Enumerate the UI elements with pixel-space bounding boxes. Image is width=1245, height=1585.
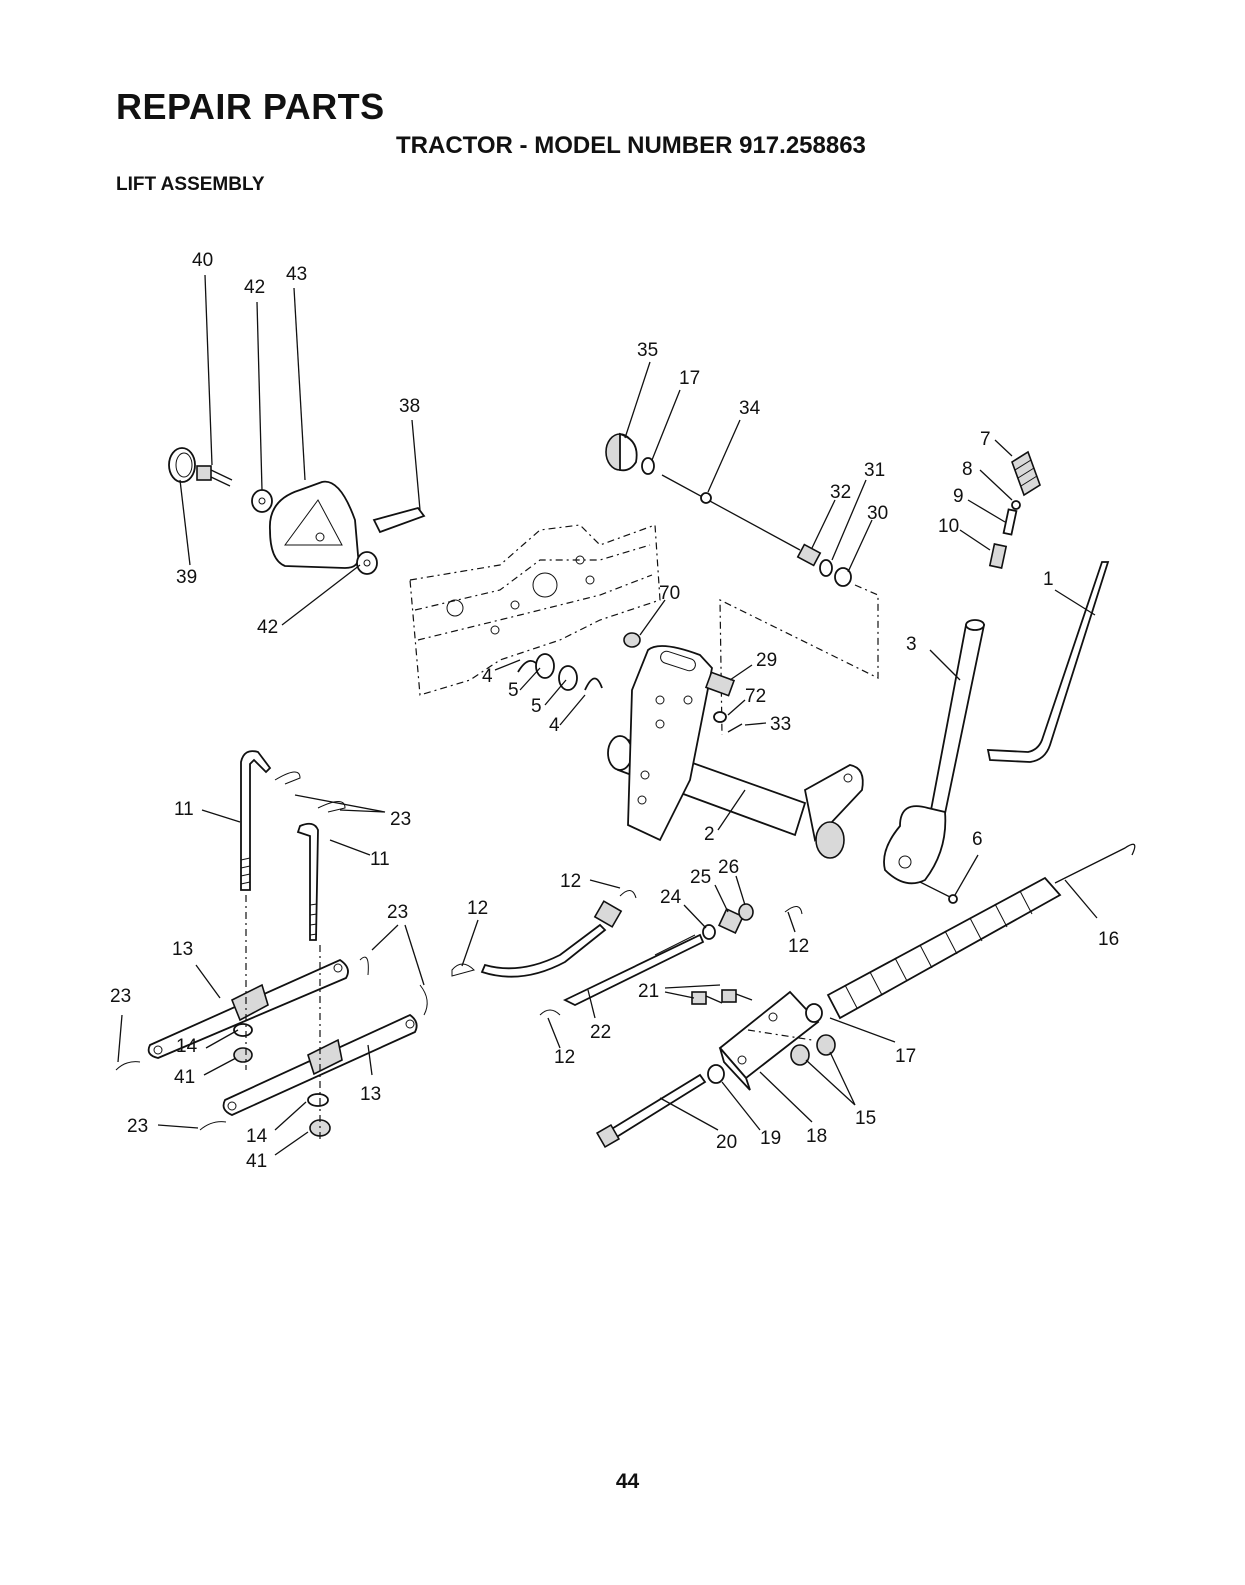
washer-70	[624, 633, 640, 647]
callout-33: 33	[770, 714, 791, 735]
bolt-20	[597, 1075, 705, 1147]
handle-3	[884, 620, 984, 883]
callout-42: 42	[244, 277, 265, 298]
callout-38: 38	[399, 396, 420, 417]
callout-23: 23	[110, 986, 131, 1007]
nuts-15	[791, 1035, 835, 1065]
callout-4: 4	[549, 715, 560, 736]
callout-19: 19	[760, 1128, 781, 1149]
callout-8: 8	[962, 459, 973, 480]
callout-23: 23	[127, 1116, 148, 1137]
callout-14: 14	[246, 1126, 268, 1147]
washer-42-upper	[252, 490, 272, 512]
trunnion-29	[706, 672, 734, 695]
callout-21: 21	[638, 981, 659, 1002]
callouts: 40 42 43 38 39 42 35 17 34 32 31 30 7 8 …	[110, 250, 1119, 1172]
callout-23: 23	[390, 809, 411, 830]
callout-72: 72	[745, 686, 766, 707]
callout-3: 3	[906, 634, 917, 655]
callout-12: 12	[467, 898, 488, 919]
callout-22: 22	[590, 1022, 611, 1043]
callout-9: 9	[953, 486, 964, 507]
callout-5: 5	[508, 680, 519, 701]
bushing-39	[169, 448, 195, 482]
bolt-40	[197, 466, 232, 486]
callout-13: 13	[360, 1084, 381, 1105]
callout-16: 16	[1098, 929, 1119, 950]
callout-15: 15	[855, 1108, 876, 1129]
callout-25: 25	[690, 867, 711, 888]
callout-40: 40	[192, 250, 213, 271]
callout-7: 7	[980, 429, 991, 450]
callout-35: 35	[637, 340, 658, 361]
callout-12: 12	[554, 1047, 575, 1068]
pin-9	[1004, 509, 1017, 534]
nut-41-upper	[234, 1048, 252, 1062]
pin-6	[920, 882, 957, 903]
callout-2: 2	[704, 824, 715, 845]
spring-10	[990, 544, 1006, 568]
grip-7	[1012, 452, 1040, 495]
rod-assembly	[482, 901, 621, 976]
ferrule-8	[1012, 501, 1020, 509]
nut-26	[739, 904, 753, 920]
washer-17-lower	[806, 1004, 822, 1022]
callout-26: 26	[718, 857, 739, 878]
callout-34: 34	[739, 398, 761, 419]
callout-32: 32	[830, 482, 851, 503]
callout-12: 12	[788, 936, 809, 957]
callout-13: 13	[172, 939, 193, 960]
callout-14: 14	[176, 1036, 198, 1057]
page-number: 44	[0, 1470, 1245, 1494]
callout-30: 30	[867, 503, 888, 524]
callout-20: 20	[716, 1132, 737, 1153]
callout-17: 17	[895, 1046, 916, 1067]
washer-19	[708, 1065, 724, 1083]
callout-24: 24	[660, 887, 682, 908]
bracket-18	[720, 992, 818, 1090]
lift-link-11-right	[298, 824, 318, 940]
frame-outline	[410, 525, 660, 695]
callout-43: 43	[286, 264, 307, 285]
washer-42-lower	[357, 552, 377, 574]
washer-31	[820, 560, 832, 576]
washer-17-upper	[642, 458, 654, 474]
rod-1	[988, 562, 1108, 762]
rod-34	[662, 475, 800, 550]
callout-11: 11	[174, 799, 194, 820]
callout-17: 17	[679, 368, 700, 389]
washer-72	[714, 712, 726, 722]
callout-11: 11	[370, 849, 390, 870]
lift-plate	[628, 646, 712, 840]
washer-5-left	[536, 654, 554, 678]
washer-14-lower	[308, 1094, 328, 1106]
cam-43	[270, 482, 358, 568]
screw-33	[728, 724, 742, 732]
callout-23: 23	[387, 902, 408, 923]
callout-31: 31	[864, 460, 885, 481]
washer-5-right	[559, 666, 577, 690]
spring-16	[828, 844, 1135, 1018]
callout-5: 5	[531, 696, 542, 717]
callout-41: 41	[174, 1067, 195, 1088]
callout-18: 18	[806, 1126, 827, 1147]
callout-12: 12	[560, 871, 581, 892]
callout-6: 6	[972, 829, 983, 850]
callout-1: 1	[1043, 569, 1054, 590]
callout-39: 39	[176, 567, 197, 588]
callout-4: 4	[482, 666, 493, 687]
callout-70: 70	[659, 583, 680, 604]
knob-35	[606, 434, 637, 470]
callout-41: 41	[246, 1151, 267, 1172]
bracket-38	[374, 508, 424, 532]
callout-29: 29	[756, 650, 777, 671]
callout-10: 10	[938, 516, 959, 537]
callout-42: 42	[257, 617, 278, 638]
lift-link-11-left	[241, 751, 270, 890]
retainer-4-right	[585, 678, 602, 690]
bolts-21	[692, 990, 752, 1004]
spring-32	[798, 545, 820, 566]
hairpin-23-group	[116, 772, 427, 1130]
